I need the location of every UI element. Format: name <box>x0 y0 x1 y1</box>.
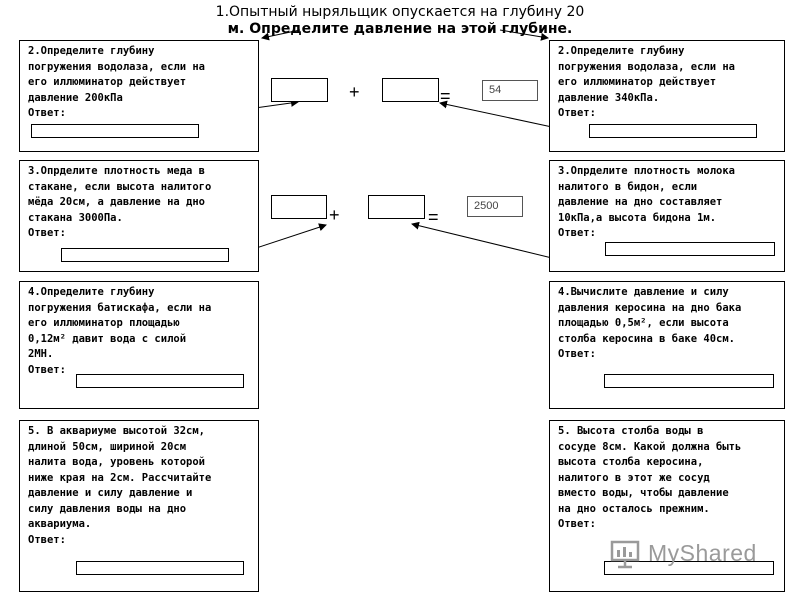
title-line-2: м. Определите давление на этой глубине. <box>227 21 573 37</box>
answer-field-right-3[interactable] <box>604 374 774 388</box>
title-line-1: 1.Опытный ныряльщик опускается на глубин… <box>215 4 585 20</box>
answer-field-left-2[interactable] <box>61 248 229 262</box>
task-text: 3.Опрделите плотность молока налитого в … <box>558 165 736 224</box>
watermark-text: MyShared <box>648 540 757 566</box>
page-title: 1.Опытный ныряльщик опускается на глубин… <box>150 4 650 38</box>
arrow-card1-right <box>439 100 553 128</box>
equation-1-operand-b[interactable] <box>382 78 439 102</box>
equation-2-operand-b[interactable] <box>368 195 425 219</box>
myshared-watermark: MyShared <box>606 536 786 572</box>
task-text: 5. Высота столба воды в сосуде 8см. Како… <box>558 425 742 515</box>
answer-label: Ответ: <box>28 363 66 376</box>
answer-field-left-3[interactable] <box>76 374 244 388</box>
answer-label: Ответ: <box>28 533 66 546</box>
arrow-card2-right <box>411 221 553 259</box>
equation-2-plus: + <box>329 205 340 225</box>
equation-2-result[interactable]: 2500 <box>467 196 523 217</box>
answer-label: Ответ: <box>558 227 596 239</box>
presentation-board-icon <box>610 540 640 569</box>
answer-field-left-4[interactable] <box>76 561 244 575</box>
equation-1-operand-a[interactable] <box>271 78 328 102</box>
answer-label: Ответ: <box>558 107 596 119</box>
task-text: 3.Опрделите плотность меда в стакане, ес… <box>28 165 212 224</box>
task-text: 4.Определите глубину погружения батискаф… <box>28 286 212 360</box>
answer-label: Ответ: <box>558 348 596 360</box>
equation-1-equals: = <box>440 86 451 106</box>
task-card-left-1: 2.Определите глубину погружения водолаза… <box>19 40 259 152</box>
equation-1-plus: + <box>349 82 360 102</box>
equation-1-result[interactable]: 54 <box>482 80 538 101</box>
answer-label: Ответ: <box>28 107 66 119</box>
answer-field-right-1[interactable] <box>589 124 757 138</box>
equation-2-equals: = <box>428 207 439 227</box>
task-text: 2.Определите глубину погружения водолаза… <box>558 45 736 104</box>
task-card-left-3: 4.Определите глубину погружения батискаф… <box>19 281 259 409</box>
task-text: 5. В аквариуме высотой 32см, длиной 50см… <box>28 425 212 530</box>
equation-2-operand-a[interactable] <box>271 195 327 219</box>
answer-label: Ответ: <box>28 227 66 239</box>
answer-label: Ответ: <box>558 518 596 530</box>
answer-field-right-2[interactable] <box>605 242 775 256</box>
answer-field-left-1[interactable] <box>31 124 199 138</box>
task-card-right-3: 4.Вычислите давление и силу давления кер… <box>549 281 785 409</box>
task-text: 4.Вычислите давление и силу давления кер… <box>558 286 742 345</box>
task-text: 2.Определите глубину погружения водолаза… <box>28 45 206 104</box>
answer-field-right-4[interactable] <box>604 561 774 575</box>
